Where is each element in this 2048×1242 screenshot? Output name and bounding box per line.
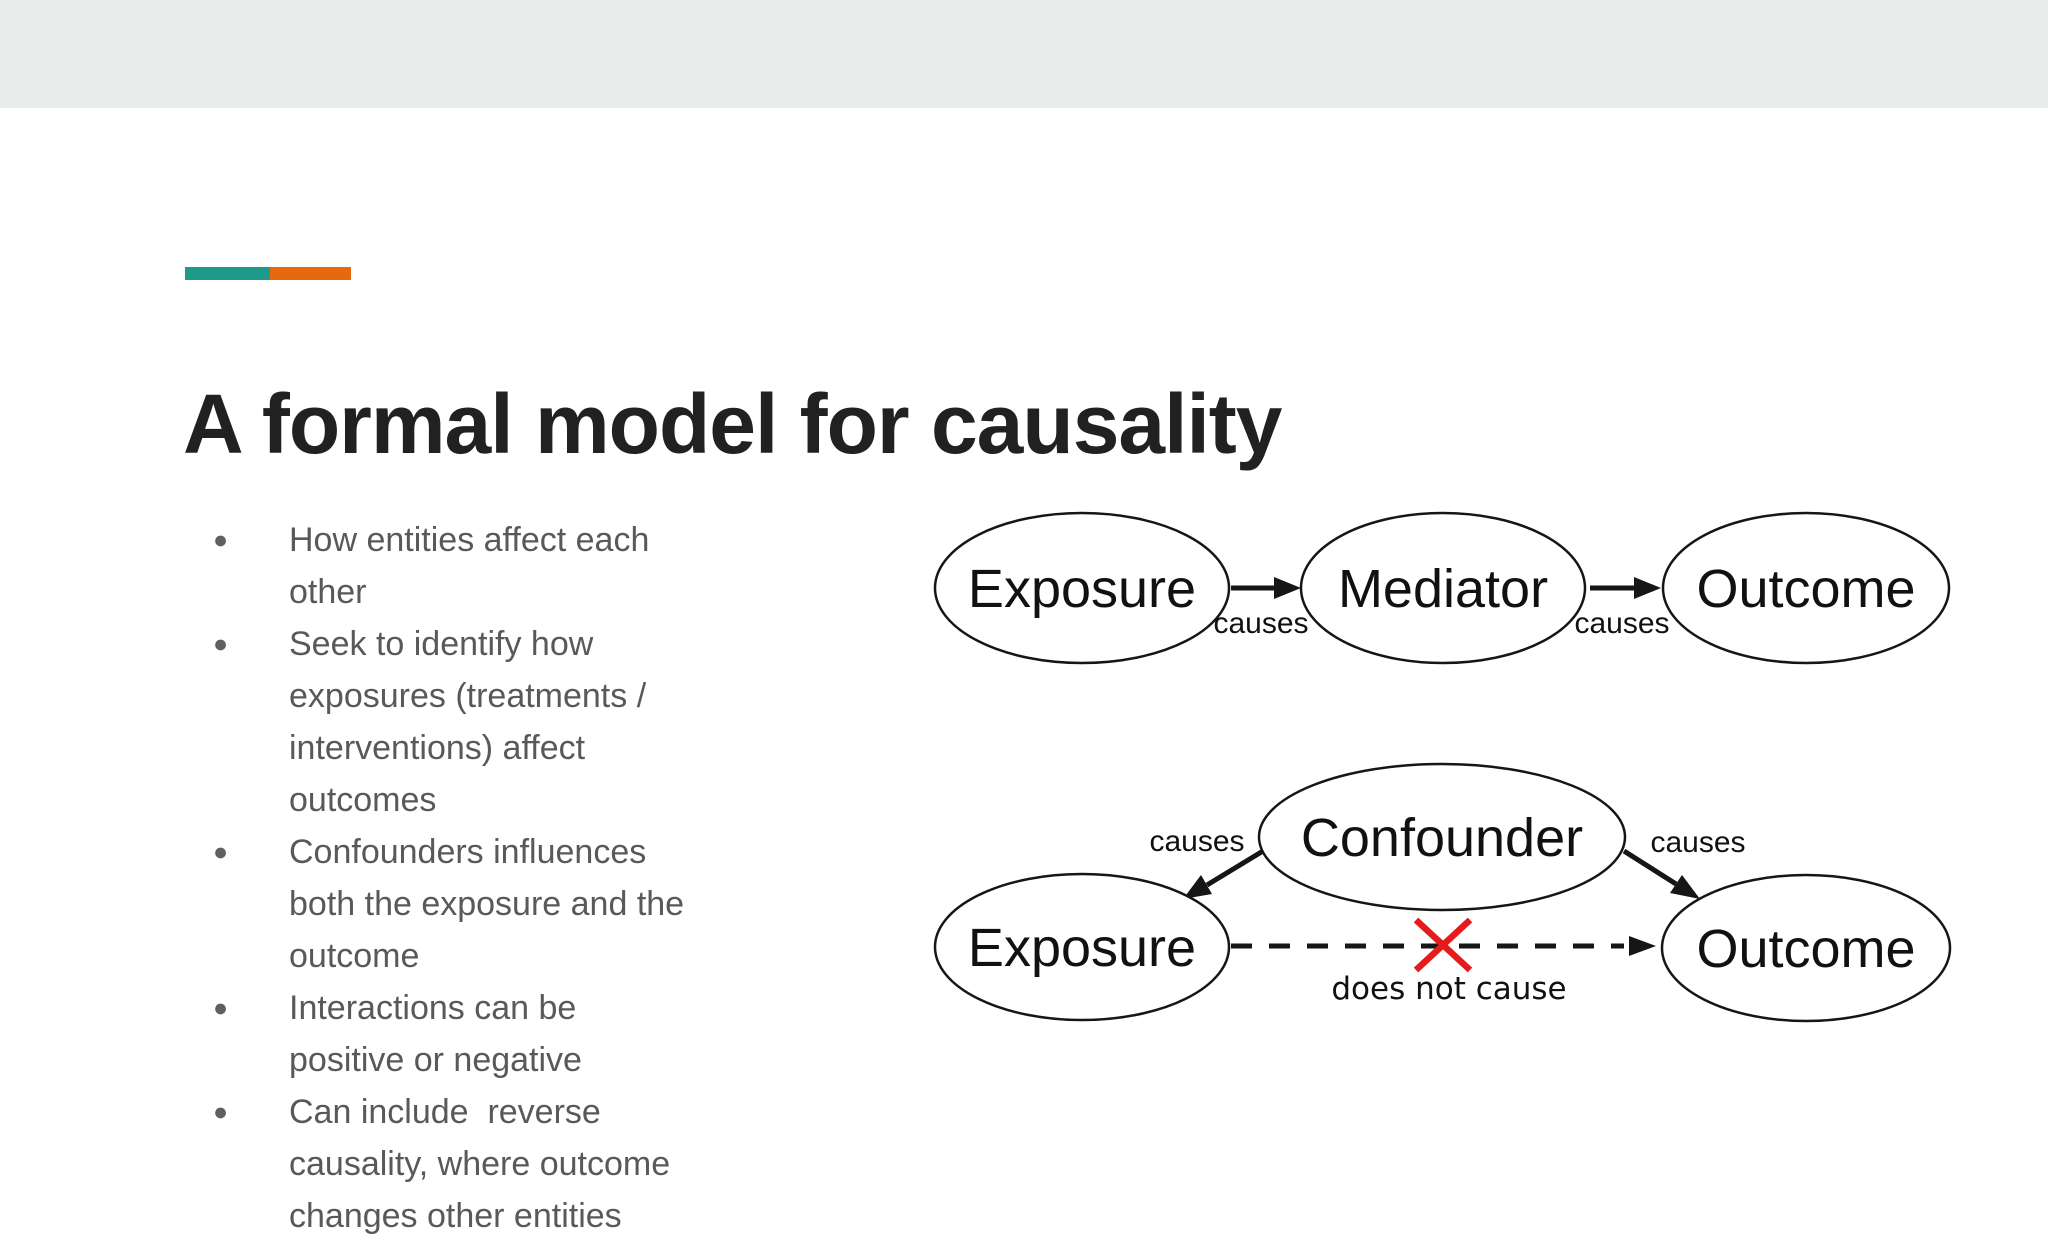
edge-label-causes: causes bbox=[1574, 607, 1669, 640]
node-mediator: Mediator bbox=[1299, 511, 1587, 665]
bullet-item: How entities affect each other bbox=[205, 514, 685, 618]
node-ellipse bbox=[933, 872, 1231, 1022]
confounding-diagram: causes causes does not cause Confounder … bbox=[933, 762, 1952, 1023]
edge-label-causes: causes bbox=[1149, 825, 1244, 858]
node-exposure-top: Exposure bbox=[933, 511, 1231, 665]
edge-label-does-not-cause: does not cause bbox=[1331, 971, 1566, 1007]
accent-bar-orange-segment bbox=[270, 267, 351, 280]
node-outcome-top: Outcome bbox=[1661, 511, 1951, 665]
edge-mediator-outcome-arrow: causes bbox=[1574, 577, 1670, 640]
edge-label-causes: causes bbox=[1650, 826, 1745, 859]
edge-label-causes: causes bbox=[1213, 607, 1308, 640]
edge-exposure-mediator-arrow: causes bbox=[1213, 577, 1309, 640]
causal-diagrams: causes causes Exposure Mediator Outcome … bbox=[933, 511, 1952, 1023]
node-label: Outcome bbox=[1696, 559, 1915, 619]
top-band-fill bbox=[0, 0, 2048, 108]
node-label: Exposure bbox=[968, 559, 1196, 619]
node-ellipse bbox=[1299, 511, 1587, 665]
node-confounder: Confounder bbox=[1257, 762, 1627, 912]
presentation-slide: { "slide": { "top_band_color": "#e8edec"… bbox=[0, 0, 2048, 1152]
arrow-shaft bbox=[1205, 848, 1265, 888]
arrowhead-icon bbox=[1634, 577, 1661, 599]
bullet-item: Can include reverse causality, where out… bbox=[205, 1086, 685, 1242]
node-label: Outcome bbox=[1696, 919, 1915, 979]
node-exposure-bottom: Exposure bbox=[933, 872, 1231, 1022]
node-ellipse bbox=[1661, 511, 1951, 665]
bullet-item: Seek to identify how exposures (treatmen… bbox=[205, 618, 685, 826]
title-accent-bar bbox=[185, 267, 351, 280]
slide-title: A formal model for causality bbox=[183, 377, 1283, 472]
arrow-shaft bbox=[1622, 848, 1678, 887]
arrowhead-icon bbox=[1274, 577, 1301, 599]
bullet-item: Interactions can be positive or negative bbox=[205, 982, 685, 1086]
red-x-stroke bbox=[1413, 917, 1473, 973]
node-label: Mediator bbox=[1338, 559, 1548, 619]
arrowhead-icon bbox=[1183, 875, 1212, 899]
bullet-list: How entities affect each other Seek to i… bbox=[205, 514, 685, 1242]
node-ellipse bbox=[1257, 762, 1627, 912]
edge-exposure-outcome-dashed-arrow: does not cause bbox=[1231, 917, 1656, 1007]
node-outcome-bottom: Outcome bbox=[1660, 873, 1952, 1023]
edge-confounder-outcome-arrow: causes bbox=[1622, 826, 1746, 899]
arrowhead-icon bbox=[1670, 875, 1700, 899]
node-label: Confounder bbox=[1301, 808, 1583, 868]
slide-top-band bbox=[0, 0, 2048, 108]
node-ellipse bbox=[933, 511, 1231, 665]
node-ellipse bbox=[1660, 873, 1952, 1023]
arrowhead-icon bbox=[1629, 936, 1656, 956]
node-label: Exposure bbox=[968, 918, 1196, 978]
accent-bar-teal-segment bbox=[185, 267, 270, 280]
red-x-icon bbox=[1413, 917, 1473, 973]
mediation-diagram: causes causes Exposure Mediator Outcome bbox=[933, 511, 1951, 665]
edge-confounder-exposure-arrow: causes bbox=[1149, 825, 1265, 899]
bullet-item: Confounders influences both the exposure… bbox=[205, 826, 685, 982]
